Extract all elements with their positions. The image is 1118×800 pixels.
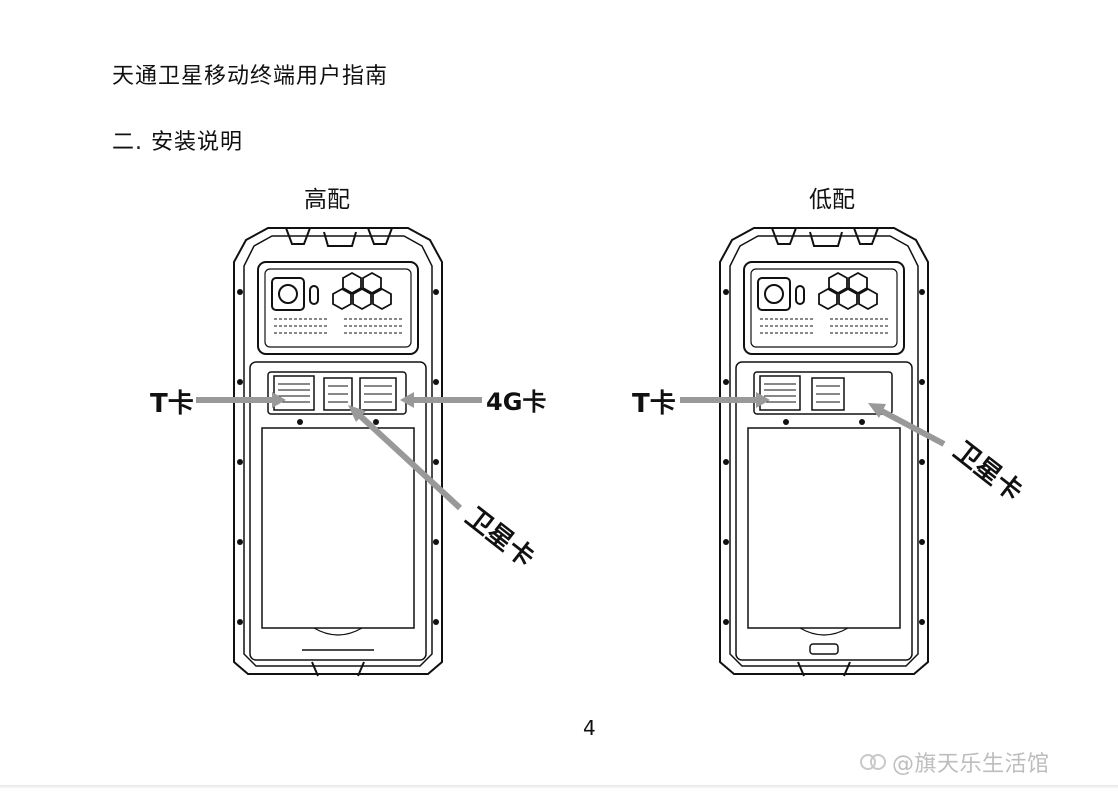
phone-diagram-low: T卡 卫星卡 — [632, 227, 1028, 677]
callout-tcard-high: T卡 — [150, 389, 194, 419]
watermark: @旗天乐生活馆 — [858, 746, 1050, 778]
watermark-logo-icon — [860, 754, 886, 770]
phone-back-drawing — [233, 227, 443, 677]
phone-back-drawing — [719, 227, 929, 677]
variant-high-label: 高配 — [304, 187, 350, 213]
phone-diagram-high: T卡 4G卡 卫星卡 — [150, 227, 546, 677]
callout-tcard-low: T卡 — [632, 389, 676, 419]
page-number: 4 — [583, 716, 596, 740]
variant-low-label: 低配 — [809, 187, 855, 213]
callout-4g-high: 4G卡 — [486, 388, 546, 416]
section-heading: 二. 安装说明 — [112, 130, 243, 155]
page-bottom-edge — [0, 785, 1118, 788]
watermark-text: @旗天乐生活馆 — [892, 752, 1050, 777]
document-title: 天通卫星移动终端用户指南 — [112, 64, 389, 89]
callout-sat-high: 卫星卡 — [460, 502, 540, 574]
callout-sat-low: 卫星卡 — [948, 436, 1028, 508]
